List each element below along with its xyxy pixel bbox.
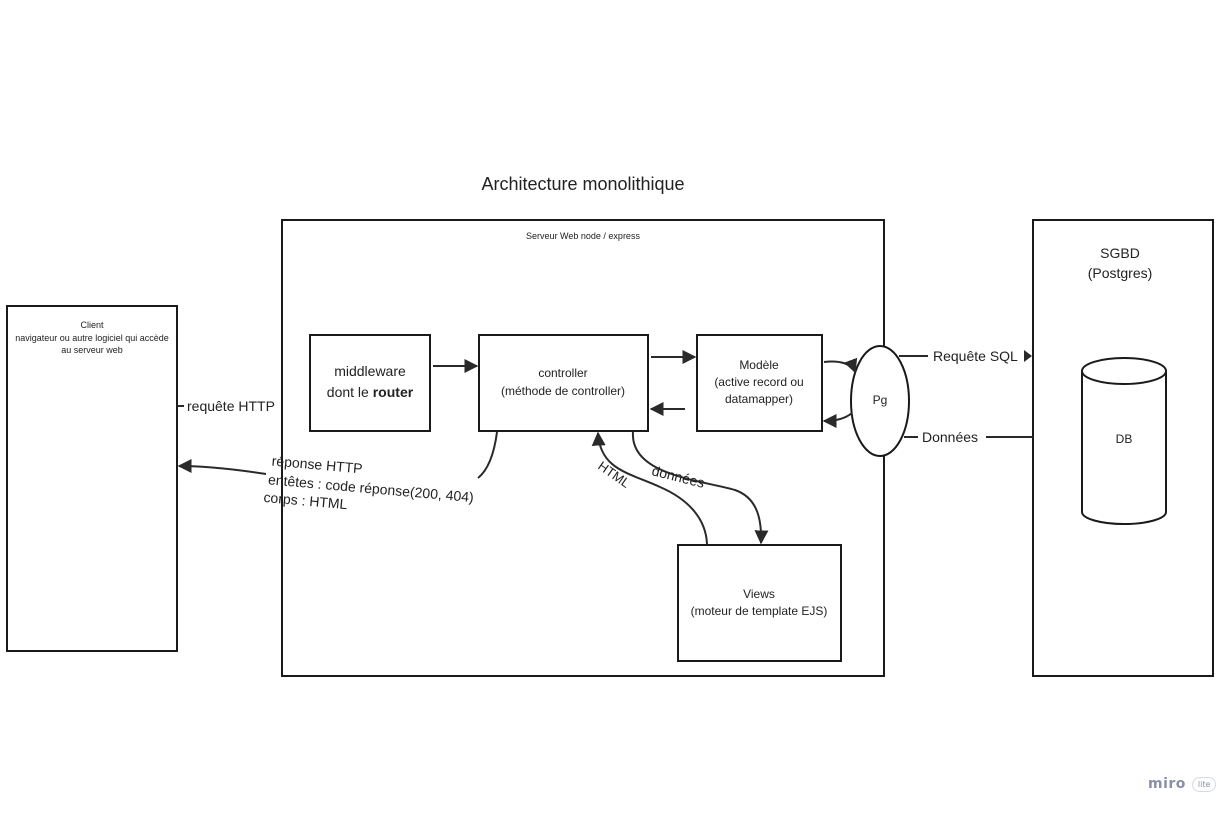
- middleware-node[interactable]: middleware dont le router: [309, 334, 431, 432]
- controller-label: controller: [538, 366, 587, 380]
- middleware-label: middleware: [334, 363, 406, 379]
- middleware-router-line: dont le router: [327, 384, 414, 400]
- database-cylinder[interactable]: DB: [1081, 357, 1167, 525]
- arrow-views-to-controller: [591, 431, 708, 545]
- pg-node[interactable]: Pg: [850, 345, 910, 457]
- client-desc-line2: au serveur web: [61, 345, 123, 355]
- controller-node[interactable]: controller (méthode de controller): [478, 334, 649, 432]
- label-http-response: réponse HTTP: [271, 453, 363, 477]
- label-http-request: requête HTTP: [187, 398, 275, 414]
- sgbd-subtitle: (Postgres): [1088, 265, 1153, 281]
- middleware-router-prefix: dont le: [327, 384, 373, 400]
- db-label: DB: [1116, 432, 1133, 446]
- client-desc-line1: navigateur ou autre logiciel qui accède: [15, 333, 169, 343]
- arrow-controller-to-client: [477, 431, 498, 479]
- arrow-model-to-pg: [823, 357, 858, 374]
- views-desc: (moteur de template EJS): [691, 604, 828, 618]
- views-label: Views: [743, 587, 775, 601]
- pg-label: Pg: [873, 393, 888, 407]
- views-node[interactable]: Views (moteur de template EJS): [677, 544, 842, 662]
- model-desc-line1: (active record ou: [714, 375, 803, 389]
- model-node[interactable]: Modèle (active record ou datamapper): [696, 334, 823, 432]
- label-sql-request: Requête SQL: [933, 348, 1018, 364]
- sgbd-title: SGBD: [1100, 245, 1140, 261]
- arrow-response-to-client: [177, 459, 267, 475]
- arrow-pg-to-model: [822, 412, 853, 428]
- arrow-controller-to-views: [631, 431, 769, 545]
- controller-desc: (méthode de controller): [501, 384, 625, 398]
- miro-logo: miro: [1148, 776, 1186, 792]
- server-title: Serveur Web node / express: [526, 231, 640, 241]
- miro-brand[interactable]: miro lite: [1148, 776, 1217, 792]
- label-response-body: corps : HTML: [263, 489, 348, 512]
- model-desc-line2: datamapper): [725, 392, 793, 406]
- model-label: Modèle: [739, 358, 779, 372]
- client-title: Client: [80, 320, 104, 330]
- client-node[interactable]: Client navigateur ou autre logiciel qui …: [6, 305, 178, 652]
- middleware-router-bold: router: [373, 384, 414, 400]
- label-sql-data: Données: [922, 429, 978, 445]
- diagram-title: Architecture monolithique: [481, 174, 684, 194]
- arrow-sql-request-head: [1024, 350, 1032, 362]
- lite-badge: lite: [1191, 776, 1217, 792]
